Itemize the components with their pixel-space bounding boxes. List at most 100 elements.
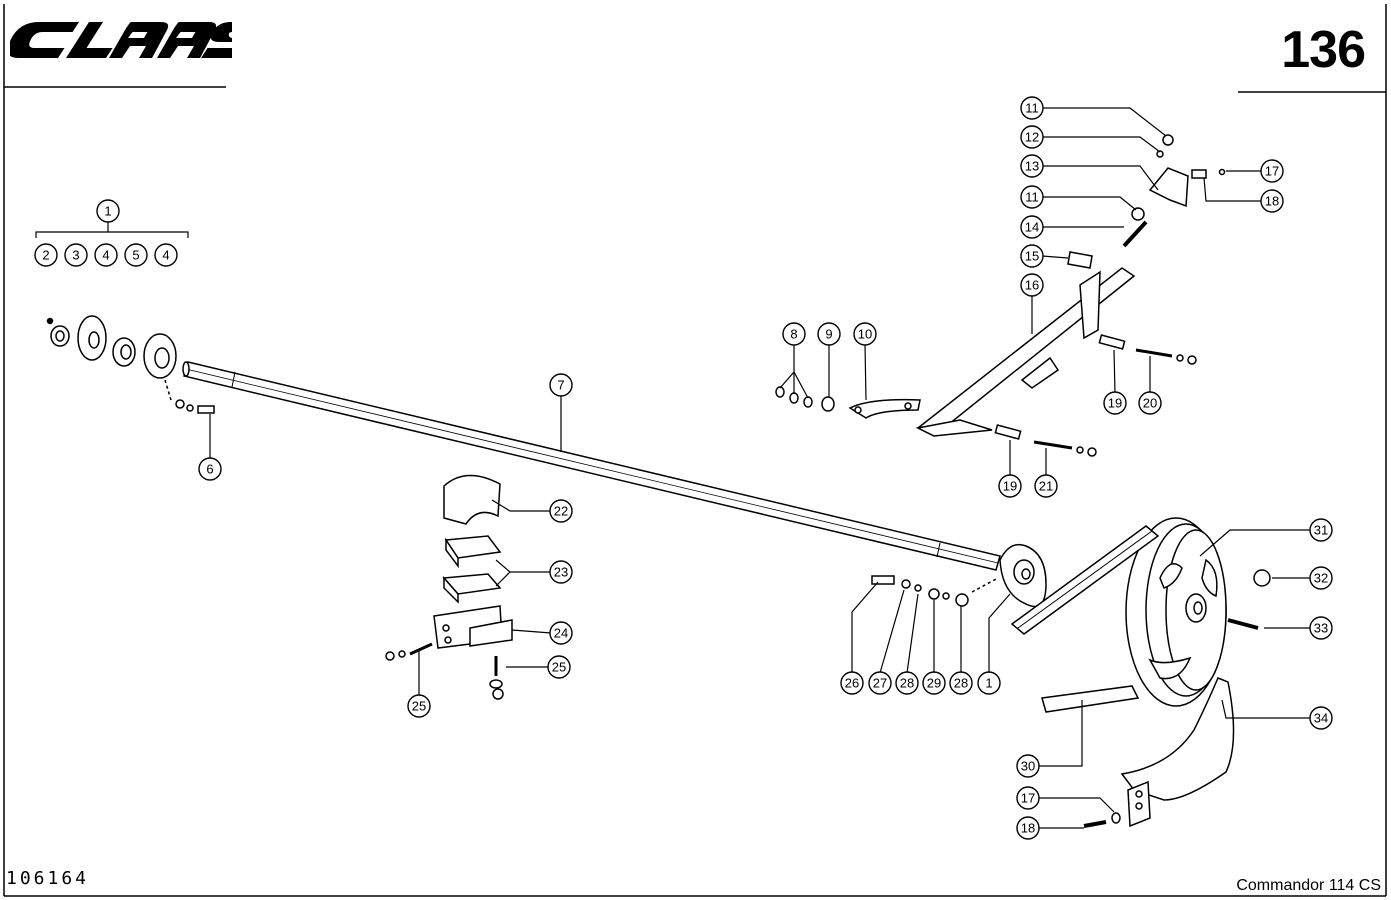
pulley-and-belt	[1010, 517, 1271, 828]
callout-c20: 20	[1138, 391, 1162, 415]
callout-circle	[154, 243, 178, 267]
callout-label: 28	[900, 676, 914, 691]
callout-label: 4	[102, 248, 109, 263]
leader-line	[1038, 700, 1083, 767]
callout-circle	[922, 671, 946, 695]
callout-label: 1	[985, 676, 992, 691]
callout-c21: 21	[1034, 474, 1058, 498]
callout-circle	[549, 621, 573, 645]
claas-logo	[10, 22, 232, 58]
callout-label: 30	[1021, 759, 1035, 774]
leader-line	[511, 629, 552, 634]
support-bracket-assembly	[775, 134, 1226, 457]
callout-label: 19	[1108, 396, 1122, 411]
leader-line	[1221, 699, 1311, 719]
callout-circle	[547, 655, 571, 679]
leader-line	[1041, 255, 1069, 259]
callout-label: 7	[557, 378, 564, 393]
callout-label: 13	[1025, 159, 1039, 174]
callout-circle	[1309, 518, 1333, 542]
leader-line	[851, 581, 879, 673]
bearing-housing-parts	[385, 474, 513, 700]
leader-line	[1113, 349, 1116, 394]
leader-line	[1038, 797, 1115, 813]
callout-c19a: 19	[1103, 391, 1127, 415]
callout-circle	[1020, 244, 1044, 268]
callout-label: 20	[1143, 396, 1157, 411]
leader-line	[35, 231, 189, 238]
leader-lines	[35, 107, 1311, 829]
callout-c3: 3	[64, 243, 88, 267]
callout-c29: 29	[922, 671, 946, 695]
callout-label: 9	[825, 327, 832, 342]
callout-label: 18	[1265, 194, 1279, 209]
drawing-number: 106164	[6, 868, 90, 889]
callout-circle	[1016, 754, 1040, 778]
callout-label: 19	[1003, 479, 1017, 494]
callout-circle	[1020, 185, 1044, 209]
callout-label: 31	[1314, 523, 1328, 538]
leader-line	[1042, 107, 1167, 137]
callout-label: 11	[1025, 101, 1039, 116]
callout-c2: 2	[34, 243, 58, 267]
callout-c23: 23	[549, 560, 573, 584]
callout-circle	[34, 243, 58, 267]
callout-c33: 33	[1309, 616, 1333, 640]
callout-circle	[1103, 391, 1127, 415]
callout-label: 24	[554, 626, 568, 641]
leader-line	[495, 559, 551, 573]
callout-c7: 7	[549, 373, 573, 397]
callout-label: 25	[412, 699, 426, 714]
leader-line	[1042, 136, 1161, 153]
callout-circle	[782, 322, 806, 346]
callout-circle	[1016, 816, 1040, 840]
callout-c32: 32	[1309, 566, 1333, 590]
callout-label: 11	[1025, 190, 1039, 205]
callout-label: 34	[1314, 711, 1328, 726]
page-frame	[3, 4, 1387, 897]
callout-label: 33	[1314, 621, 1328, 636]
callout-label: 25	[552, 660, 566, 675]
callout-circle	[1034, 474, 1058, 498]
callout-circle	[868, 671, 892, 695]
leader-line	[988, 593, 1011, 673]
callout-circle	[840, 671, 864, 695]
callout-c6: 6	[198, 457, 222, 481]
callout-circle	[1138, 391, 1162, 415]
callout-c17a: 17	[1260, 159, 1284, 183]
callout-circle	[1020, 215, 1044, 239]
right-bearing-assembly	[871, 543, 1047, 608]
callout-circle	[94, 243, 118, 267]
callout-label: 26	[845, 676, 859, 691]
callout-c18b: 18	[1016, 816, 1040, 840]
callout-circle	[549, 373, 573, 397]
callout-circle	[198, 457, 222, 481]
callout-circle	[949, 671, 973, 695]
leader-line	[1199, 529, 1311, 557]
callout-c13: 13	[1020, 154, 1044, 178]
callout-circle	[853, 322, 877, 346]
callout-c24: 24	[549, 621, 573, 645]
callout-c25b: 25	[407, 694, 431, 718]
callout-label: 4	[162, 248, 169, 263]
callout-c8: 8	[782, 322, 806, 346]
callout-c25a: 25	[547, 655, 571, 679]
callout-label: 5	[132, 248, 139, 263]
callout-circle	[1260, 159, 1284, 183]
leader-line	[779, 344, 795, 389]
callout-label: 18	[1021, 821, 1035, 836]
page-number: 136	[1281, 21, 1366, 79]
callout-c11a: 11	[1020, 96, 1044, 120]
callout-label: 3	[72, 248, 79, 263]
callout-c9: 9	[817, 322, 841, 346]
callout-circle	[96, 199, 120, 223]
callout-circle	[64, 243, 88, 267]
callout-label: 28	[954, 676, 968, 691]
callout-c31: 31	[1309, 518, 1333, 542]
callout-circle	[1020, 273, 1044, 297]
callout-c12: 12	[1020, 125, 1044, 149]
callout-label: 23	[554, 565, 568, 580]
leader-line	[864, 343, 867, 401]
